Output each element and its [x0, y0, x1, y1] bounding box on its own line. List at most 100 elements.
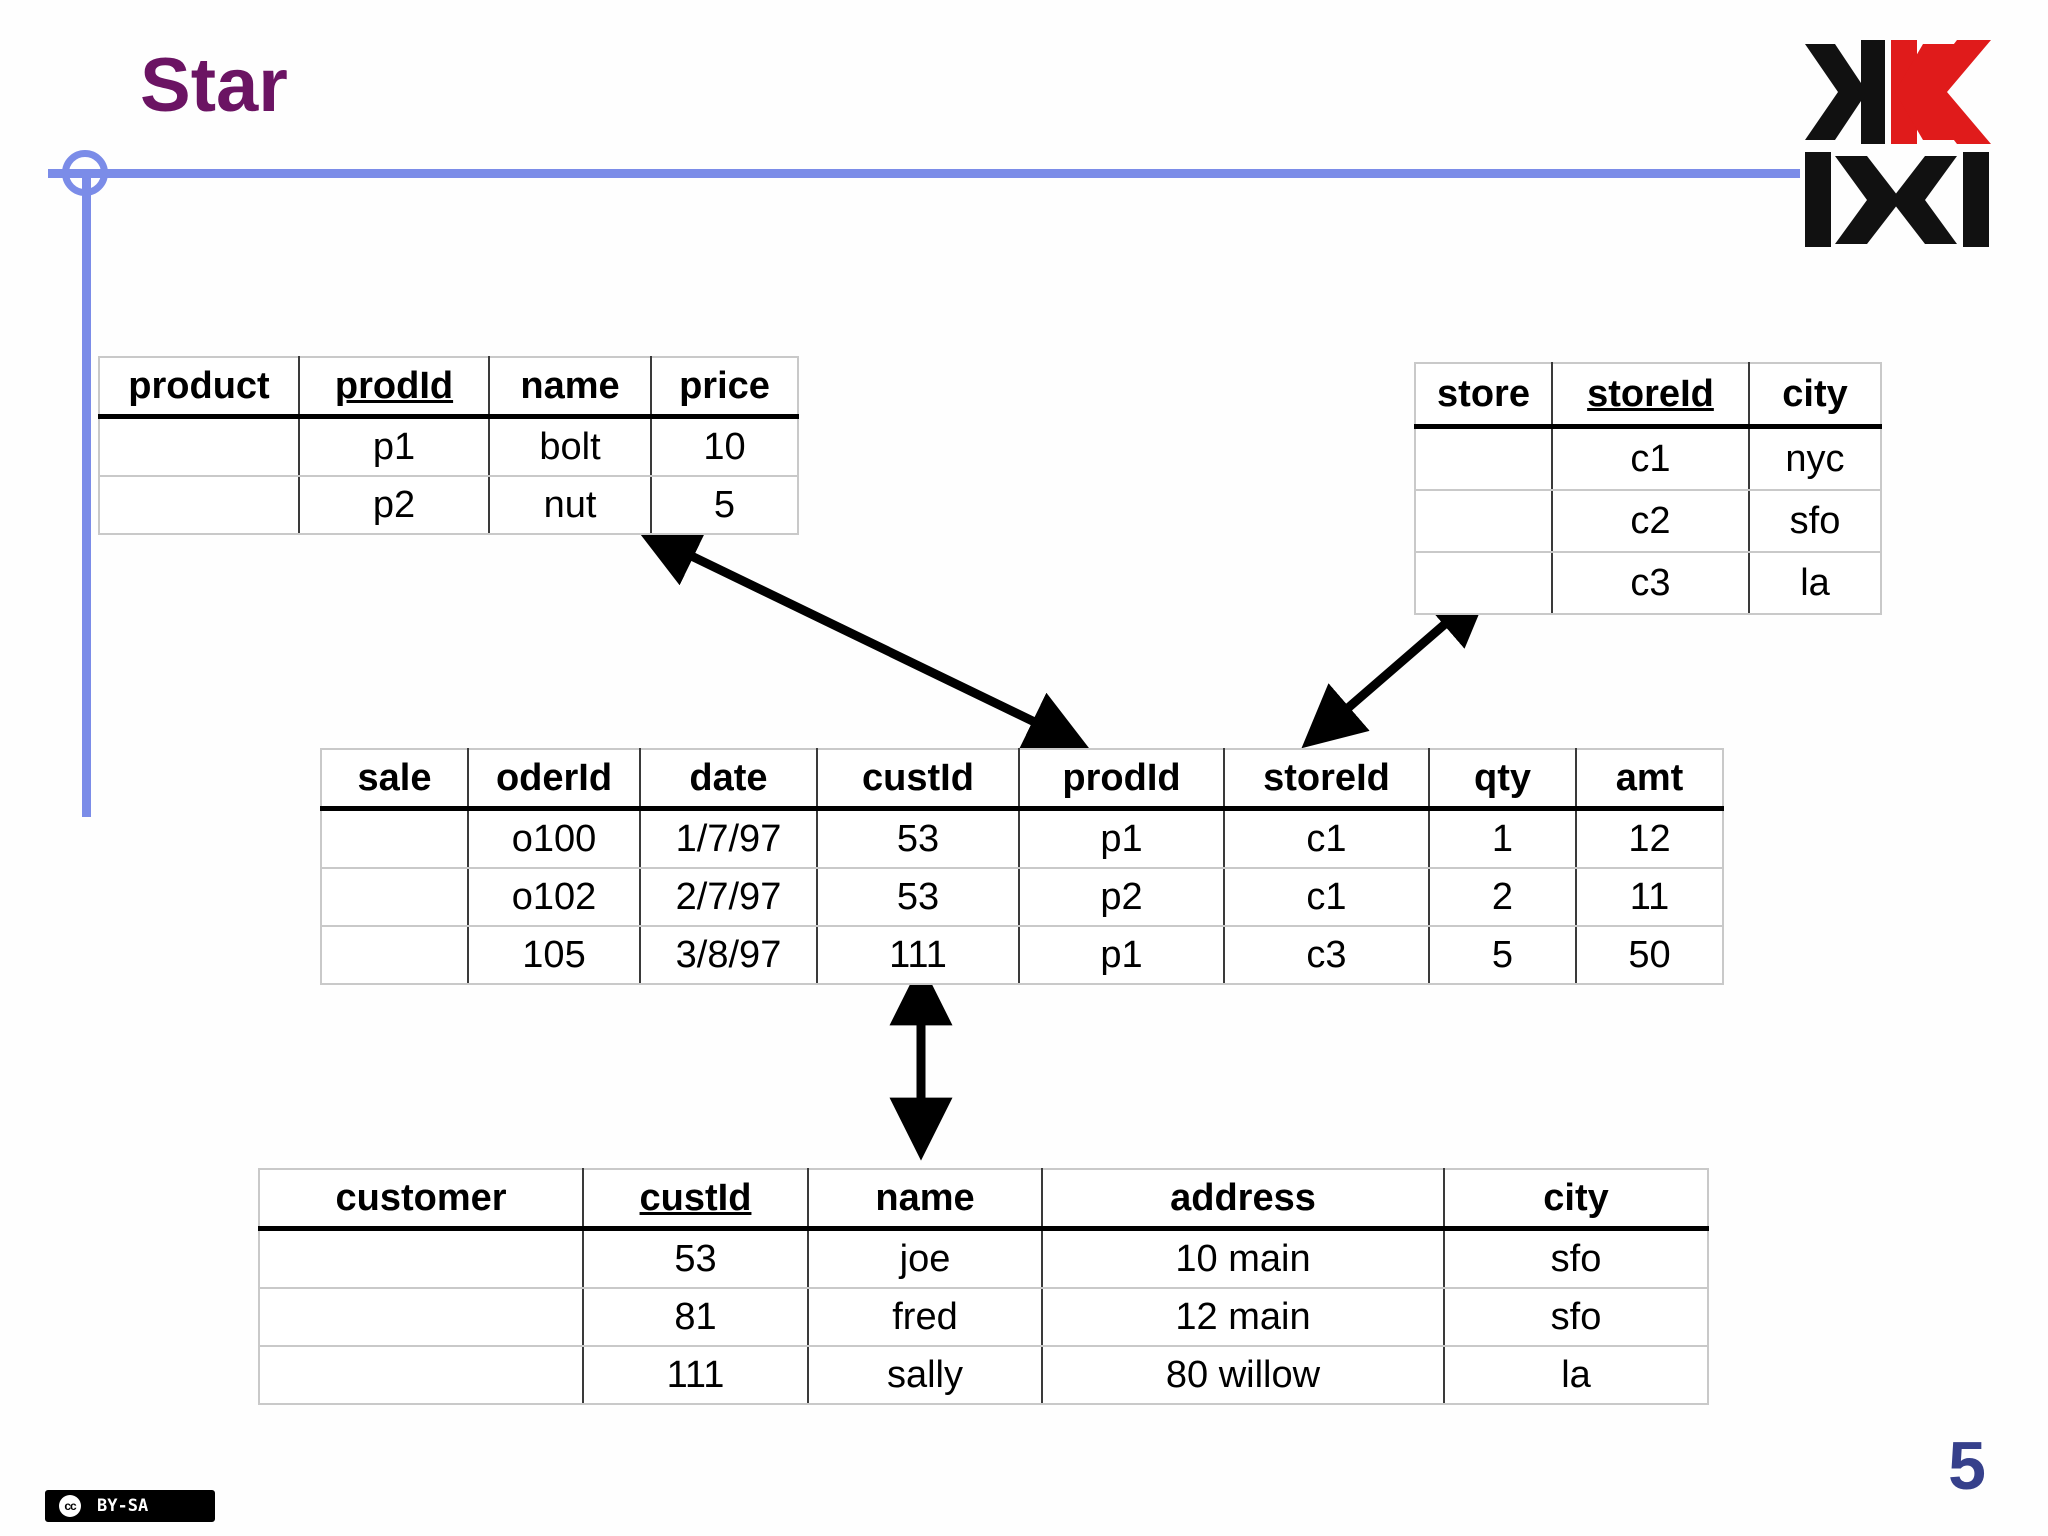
cell: bolt — [488, 415, 652, 477]
table-row: o100 1/7/97 53 p1 c1 1 12 — [320, 807, 1724, 869]
cell — [1414, 489, 1553, 553]
header-rule-horizontal — [48, 169, 1800, 178]
column-header-qty: qty — [1428, 748, 1577, 811]
cc-circle-glyph: cc — [59, 1495, 81, 1517]
cell: joe — [807, 1227, 1043, 1289]
cell — [258, 1227, 584, 1289]
cell: sfo — [1443, 1287, 1709, 1347]
cell: c1 — [1223, 807, 1430, 869]
cell: c3 — [1551, 551, 1750, 615]
column-header-amt: amt — [1575, 748, 1724, 811]
cell: sfo — [1748, 489, 1882, 553]
cell: 2/7/97 — [639, 867, 818, 927]
cell — [258, 1345, 584, 1405]
cell: 12 main — [1041, 1287, 1445, 1347]
logo-k-4 — [1891, 152, 1989, 248]
cell: c1 — [1551, 425, 1750, 491]
table-label-customer: customer — [258, 1168, 584, 1231]
cell: 1/7/97 — [639, 807, 818, 869]
cell: 10 main — [1041, 1227, 1445, 1289]
cell: p2 — [298, 475, 490, 535]
table-row: c2 sfo — [1414, 489, 1882, 553]
cell: 5 — [1428, 925, 1577, 985]
cell: 53 — [816, 867, 1020, 927]
table-sale: sale oderId date custId prodId storeId q… — [320, 748, 1724, 985]
page-number: 5 — [1948, 1428, 1986, 1504]
cell — [98, 415, 300, 477]
table-row: p2 nut 5 — [98, 475, 799, 535]
table-header-row: customer custId name address city — [258, 1168, 1709, 1231]
kk-logo — [1805, 32, 2020, 248]
logo-k-2 — [1891, 40, 1991, 144]
column-header-date: date — [639, 748, 818, 811]
cell: p1 — [1018, 925, 1225, 985]
table-label-store: store — [1414, 362, 1553, 429]
license-badge[interactable]: cc BY-SA — [45, 1490, 215, 1522]
cell: nyc — [1748, 425, 1882, 491]
header-rule-vertical — [82, 169, 91, 817]
cell: sfo — [1443, 1227, 1709, 1289]
header-rule-circle — [62, 150, 108, 196]
table-row: 105 3/8/97 111 p1 c3 5 50 — [320, 925, 1724, 985]
license-text: BY-SA — [97, 1496, 149, 1516]
column-header-oderid: oderId — [467, 748, 641, 811]
cell — [1414, 425, 1553, 491]
table-product: product prodId name price p1 bolt 10 p2 … — [98, 356, 799, 535]
cell: 2 — [1428, 867, 1577, 927]
cell — [320, 925, 469, 985]
cell: la — [1443, 1345, 1709, 1405]
cell: 80 willow — [1041, 1345, 1445, 1405]
cell — [98, 475, 300, 535]
cell: c3 — [1223, 925, 1430, 985]
table-header-row: sale oderId date custId prodId storeId q… — [320, 748, 1724, 811]
cell — [320, 867, 469, 927]
cell: 5 — [650, 475, 799, 535]
table-header-row: product prodId name price — [98, 356, 799, 419]
cell: 10 — [650, 415, 799, 477]
column-header-city: city — [1443, 1168, 1709, 1231]
cell: o100 — [467, 807, 641, 869]
column-header-custid: custId — [816, 748, 1020, 811]
cell: 3/8/97 — [639, 925, 818, 985]
table-row: o102 2/7/97 53 p2 c1 2 11 — [320, 867, 1724, 927]
cell: 105 — [467, 925, 641, 985]
page-title: Star — [140, 43, 288, 128]
column-header-city: city — [1748, 362, 1882, 429]
cc-icon: cc — [51, 1493, 89, 1519]
cell — [258, 1287, 584, 1347]
cell: p2 — [1018, 867, 1225, 927]
table-row: 53 joe 10 main sfo — [258, 1227, 1709, 1289]
table-store: store storeId city c1 nyc c2 sfo c3 la — [1414, 362, 1882, 615]
column-header-name: name — [807, 1168, 1043, 1231]
column-header-storeid: storeId — [1551, 362, 1750, 429]
cell: fred — [807, 1287, 1043, 1347]
column-header-prodid: prodId — [1018, 748, 1225, 811]
table-row: p1 bolt 10 — [98, 415, 799, 477]
table-row: 81 fred 12 main sfo — [258, 1287, 1709, 1347]
logo-k-1 — [1805, 40, 1885, 144]
cell: la — [1748, 551, 1882, 615]
column-header-custid: custId — [582, 1168, 809, 1231]
cell: 111 — [582, 1345, 809, 1405]
table-label-sale: sale — [320, 748, 469, 811]
cell — [1414, 551, 1553, 615]
cell — [320, 807, 469, 869]
cell: sally — [807, 1345, 1043, 1405]
table-customer: customer custId name address city 53 joe… — [258, 1168, 1709, 1405]
cell: 81 — [582, 1287, 809, 1347]
column-header-prodid: prodId — [298, 356, 490, 419]
cell: nut — [488, 475, 652, 535]
cell: 11 — [1575, 867, 1724, 927]
cell: p1 — [298, 415, 490, 477]
table-row: c3 la — [1414, 551, 1882, 615]
cell: 1 — [1428, 807, 1577, 869]
table-row: c1 nyc — [1414, 425, 1882, 491]
cell: p1 — [1018, 807, 1225, 869]
table-header-row: store storeId city — [1414, 362, 1882, 429]
logo-k-3 — [1805, 152, 1901, 248]
table-row: 111 sally 80 willow la — [258, 1345, 1709, 1405]
column-header-name: name — [488, 356, 652, 419]
table-label-product: product — [98, 356, 300, 419]
column-header-storeid: storeId — [1223, 748, 1430, 811]
column-header-address: address — [1041, 1168, 1445, 1231]
